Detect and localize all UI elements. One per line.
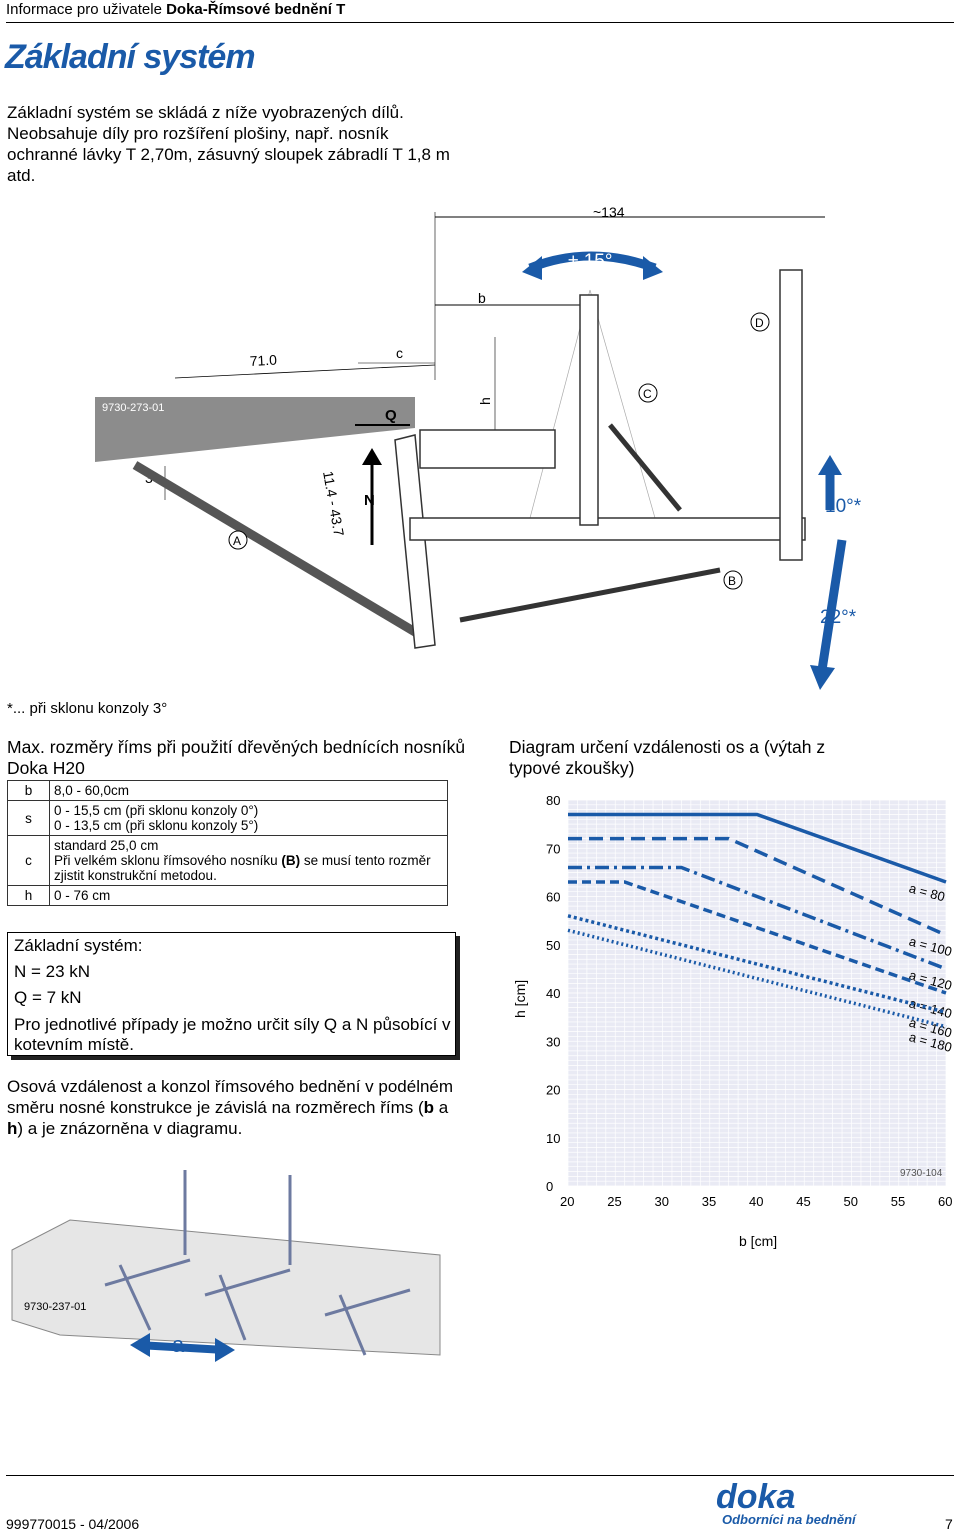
part-d-label: D [755, 316, 764, 330]
illustration-code: 9730-237-01 [24, 1301, 86, 1313]
dim-71-label: 71.0 [249, 352, 277, 369]
x-tick-label: 60 [938, 1194, 952, 1209]
y-tick-label: 70 [546, 841, 560, 856]
header-product: Doka-Římsové bednění T [166, 1, 346, 18]
force-n: N = 23 kN [14, 962, 91, 981]
forces-note: Pro jednotlivé případy je možno určit sí… [14, 1015, 451, 1054]
bracket-1 [104, 1258, 191, 1331]
y-tick-label: 60 [546, 890, 560, 905]
spacing-a-label: a [172, 1332, 185, 1357]
y-tick-label: 20 [546, 1083, 560, 1098]
force-q-label: Q [385, 407, 397, 424]
page-number: 7 [945, 1516, 953, 1532]
y-tick-label: 40 [546, 986, 560, 1001]
diagonal-strut [132, 461, 423, 639]
angle-22-label: 22°* [820, 607, 857, 628]
doka-logo: doka [716, 1480, 795, 1512]
part-c-label: C [643, 387, 652, 401]
x-tick-label: 25 [607, 1194, 621, 1209]
y-tick-label: 80 [546, 793, 560, 808]
series-line [568, 865, 947, 971]
footnote: *... při sklonu konzoly 3° [7, 700, 168, 717]
rotation-arrow [528, 251, 657, 273]
page-title: Základní systém [5, 38, 256, 76]
footer-rule [6, 1475, 954, 1476]
dim-c-label: c [396, 345, 403, 361]
series-line [568, 836, 947, 937]
cantilever-beam [409, 517, 806, 541]
concrete-slab [95, 397, 415, 462]
chart-code: 9730-104 [900, 1168, 943, 1179]
dim-b-label: b [478, 290, 486, 306]
illustration: 9730-237-01 a [11, 1170, 441, 1362]
y-tick-label: 0 [546, 1179, 553, 1194]
formwork-box [419, 429, 556, 469]
axis-distance-chart: 20 25 30 35 40 45 50 55 60 0 10 20 30 40 50 60 70 80 b [cm… [512, 793, 954, 1249]
diagram-title: Diagram určení vzdálenosti os a (výtah z… [509, 737, 826, 778]
x-tick-label: 20 [560, 1194, 574, 1209]
series-line [568, 880, 947, 995]
y-tick-label: 10 [546, 1131, 560, 1146]
table-title: Max. rozměry říms při použití dřevěných … [7, 737, 466, 778]
range-n-label: 11.4 - 43.7 [320, 470, 347, 538]
forces-title: Základní systém: [14, 936, 143, 955]
angle-10-label: 10°* [825, 496, 862, 517]
x-axis-label: b [cm] [739, 1233, 777, 1249]
logo-tagline: Odborníci na bednění [722, 1512, 856, 1527]
series-line [567, 928, 947, 1029]
header-rule [6, 22, 954, 23]
forces-box: Základní systém: N = 23 kN Q = 7 kN Pro … [7, 932, 456, 1056]
document-number: 999770015 - 04/2006 [6, 1516, 140, 1532]
drawing-code: 9730-273-01 [102, 402, 164, 414]
page-header: Informace pro uživatele Doka-Římsové bed… [6, 1, 346, 18]
force-n-label: N [364, 492, 375, 509]
part-b-label: B [728, 574, 736, 588]
series-line [567, 914, 947, 1014]
y-tick-label: 50 [546, 938, 560, 953]
wall-bracket [394, 434, 436, 649]
force-q: Q = 7 kN [14, 988, 82, 1007]
technical-drawing: 9730-273-01 ~134 b 71.0 c h s 3° ± 15° N… [95, 204, 862, 690]
angle-15-label: ± 15° [568, 251, 612, 272]
x-tick-label: 40 [749, 1194, 763, 1209]
handrail-post [779, 269, 803, 561]
x-tick-label: 50 [844, 1194, 858, 1209]
bracket-3 [288, 1175, 411, 1356]
x-tick-label: 55 [891, 1194, 905, 1209]
series-line [568, 812, 947, 884]
dim-h-label: h [477, 397, 493, 405]
y-axis-label: h [cm] [512, 980, 528, 1018]
x-tick-label: 45 [796, 1194, 810, 1209]
spacing-text: Osová vzdálenost a konzol římsového bedn… [7, 1077, 454, 1138]
y-tick-label: 30 [546, 1034, 560, 1049]
x-tick-label: 30 [655, 1194, 669, 1209]
svg-text:doka: doka [716, 1480, 795, 1512]
bracket-2 [183, 1170, 291, 1341]
railing-post [579, 294, 599, 526]
intro-text: Základní systém se skládá z níže vyobraz… [7, 103, 450, 185]
x-tick-label: 35 [702, 1194, 716, 1209]
dim-134-label: ~134 [593, 204, 625, 220]
adjust-spindle [459, 567, 721, 623]
part-a-label: A [233, 534, 241, 548]
